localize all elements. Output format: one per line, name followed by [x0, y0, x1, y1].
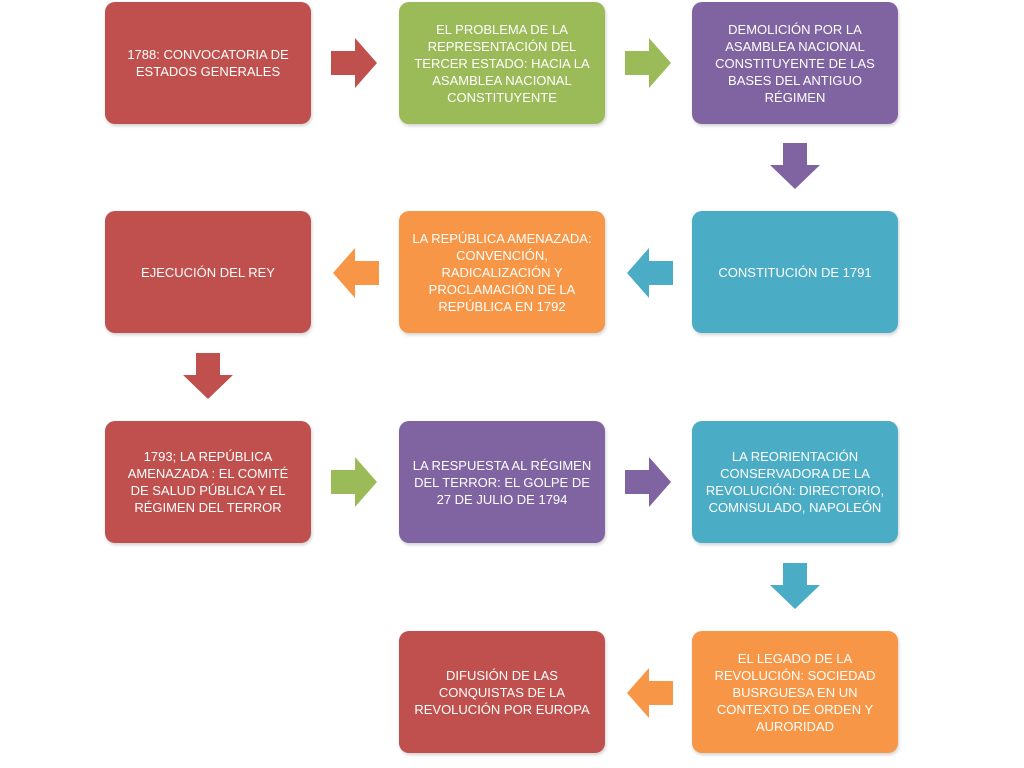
box-label: DEMOLICIÓN POR LA ASAMBLEA NACIONAL CONS…	[715, 21, 875, 105]
arrow-right-icon	[625, 457, 671, 507]
arrow-down-icon	[770, 563, 820, 609]
arrow-right-icon	[331, 38, 377, 88]
box-demolicion-antiguo-regimen: DEMOLICIÓN POR LA ASAMBLEA NACIONAL CONS…	[692, 2, 898, 124]
box-label: EL LEGADO DE LA REVOLUCIÓN: SOCIEDAD BUS…	[714, 650, 876, 734]
box-label: 1788: CONVOCATORIA DE ESTADOS GENERALES	[127, 47, 289, 79]
arrow-right-icon	[331, 457, 377, 507]
box-republica-amenazada-convencion: LA REPÚBLICA AMENAZADA: CONVENCIÓN, RADI…	[399, 211, 605, 333]
arrow-down-icon	[770, 143, 820, 189]
arrow-right-icon	[625, 38, 671, 88]
box-constitucion-1791: CONSTITUCIÓN DE 1791	[692, 211, 898, 333]
arrow-left-icon	[333, 248, 379, 298]
box-label: EJECUCIÓN DEL REY	[141, 264, 275, 280]
box-label: LA REORIENTACIÓN CONSERVADORA DE LA REVO…	[705, 449, 885, 515]
arrow-left-icon	[627, 248, 673, 298]
box-legado-revolucion: EL LEGADO DE LA REVOLUCIÓN: SOCIEDAD BUS…	[692, 631, 898, 753]
box-estados-generales: 1788: CONVOCATORIA DE ESTADOS GENERALES	[105, 2, 311, 124]
box-label: EL PROBLEMA DE LA REPRESENTACIÓN DEL TER…	[414, 21, 590, 105]
box-label: LA RESPUESTA AL RÉGIMEN DEL TERROR: EL G…	[412, 457, 592, 507]
box-label: LA REPÚBLICA AMENAZADA: CONVENCIÓN, RADI…	[412, 230, 592, 314]
arrow-down-icon	[183, 353, 233, 399]
box-regimen-terror: 1793; LA REPÚBLICA AMENAZADA : EL COMITÉ…	[105, 421, 311, 543]
arrow-left-icon	[627, 668, 673, 718]
box-asamblea-nacional: EL PROBLEMA DE LA REPRESENTACIÓN DEL TER…	[399, 2, 605, 124]
box-difusion-europa: DIFUSIÓN DE LAS CONQUISTAS DE LA REVOLUC…	[399, 631, 605, 753]
box-golpe-julio-1794: LA RESPUESTA AL RÉGIMEN DEL TERROR: EL G…	[399, 421, 605, 543]
box-reorientacion-conservadora: LA REORIENTACIÓN CONSERVADORA DE LA REVO…	[692, 421, 898, 543]
box-label: CONSTITUCIÓN DE 1791	[718, 264, 872, 280]
box-label: 1793; LA REPÚBLICA AMENAZADA : EL COMITÉ…	[127, 449, 289, 515]
box-label: DIFUSIÓN DE LAS CONQUISTAS DE LA REVOLUC…	[414, 667, 590, 717]
box-ejecucion-rey: EJECUCIÓN DEL REY	[105, 211, 311, 333]
